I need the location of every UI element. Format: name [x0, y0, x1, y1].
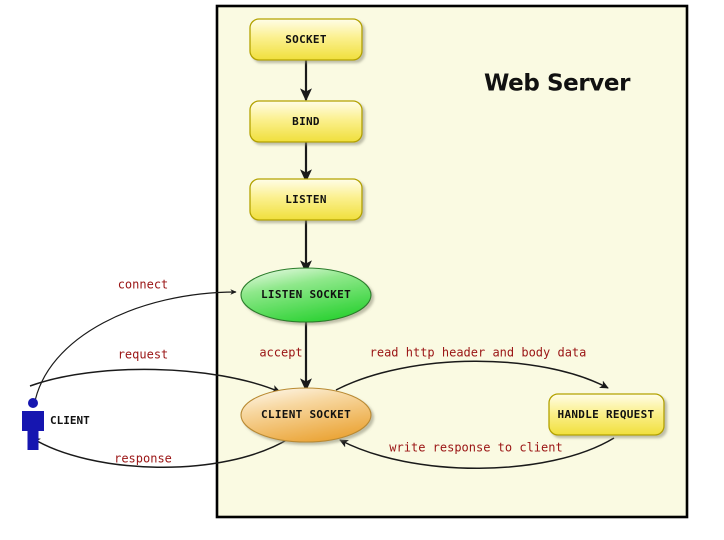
actor-client-label: CLIENT — [50, 414, 90, 427]
node-bind[interactable]: BIND — [249, 100, 363, 143]
node-listen-socket-shape — [240, 267, 372, 323]
node-client-socket-shape — [240, 387, 372, 443]
node-listen-label: LISTEN — [285, 193, 327, 206]
edge-connect — [33, 289, 237, 407]
node-client-socket-label: CLIENT SOCKET — [261, 408, 351, 421]
node-bind-label: BIND — [292, 115, 320, 128]
edge-write-response — [339, 437, 615, 469]
web-server-panel-title: Web Server — [484, 71, 631, 97]
edge-label-read-http: read http header and body data — [370, 346, 587, 360]
node-socket[interactable]: SOCKET — [249, 18, 363, 61]
edge-label-accept: accept — [259, 346, 302, 360]
node-listen-socket-label: LISTEN SOCKET — [261, 288, 351, 301]
node-handle-request-shape — [548, 393, 665, 436]
node-handle-request[interactable]: HANDLE REQUEST — [548, 393, 665, 436]
person-icon — [22, 398, 44, 450]
actor-client[interactable]: CLIENT — [22, 398, 90, 450]
node-bind-shape — [249, 100, 363, 143]
edge-label-request: request — [118, 348, 169, 362]
node-listen-shape — [249, 178, 363, 221]
node-listen[interactable]: LISTEN — [249, 178, 363, 221]
edge-request — [29, 368, 281, 393]
edge-label-response: response — [114, 452, 172, 466]
edge-read-http — [335, 360, 609, 391]
edge-response — [31, 437, 291, 469]
node-client-socket[interactable]: CLIENT SOCKET — [240, 387, 372, 443]
edge-label-connect: connect — [118, 278, 169, 292]
edge-label-write-response: write response to client — [389, 441, 562, 455]
node-handle-request-label: HANDLE REQUEST — [558, 408, 655, 421]
node-socket-label: SOCKET — [285, 33, 327, 46]
node-socket-shape — [249, 18, 363, 61]
node-listen-socket[interactable]: LISTEN SOCKET — [240, 267, 372, 323]
